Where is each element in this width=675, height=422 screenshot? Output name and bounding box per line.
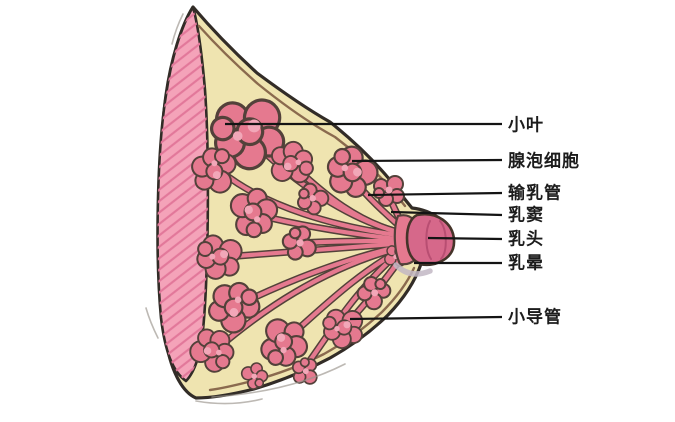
- label-nipple: 乳头: [508, 229, 544, 249]
- label-acinar-cells: 腺泡细胞: [508, 151, 580, 171]
- leader-lines: [225, 122, 503, 321]
- nipple-texture-line: [425, 220, 432, 260]
- label-areola: 乳晕: [508, 253, 544, 273]
- label-lobule: 小叶: [508, 115, 544, 135]
- label-lactiferous-sinus: 乳窦: [508, 205, 544, 225]
- sketch-strokes: [145, 13, 346, 405]
- muscle-hatching: [157, 7, 208, 381]
- chest-muscle-band: [156, 5, 210, 383]
- leader-line-small-duct: [349, 315, 503, 321]
- leader-line-lactiferous-sinus: [390, 210, 503, 217]
- skin-inner-line-bottom: [208, 266, 416, 392]
- areola-shading: [393, 262, 433, 277]
- label-small-duct: 小导管: [508, 307, 562, 327]
- leader-line-nipple: [427, 236, 503, 241]
- nipple-texture-line: [439, 220, 447, 260]
- leader-line-acinar-cells: [351, 158, 503, 163]
- label-lactiferous-duct: 输乳管: [508, 183, 562, 203]
- leader-line-lactiferous-duct: [367, 191, 503, 197]
